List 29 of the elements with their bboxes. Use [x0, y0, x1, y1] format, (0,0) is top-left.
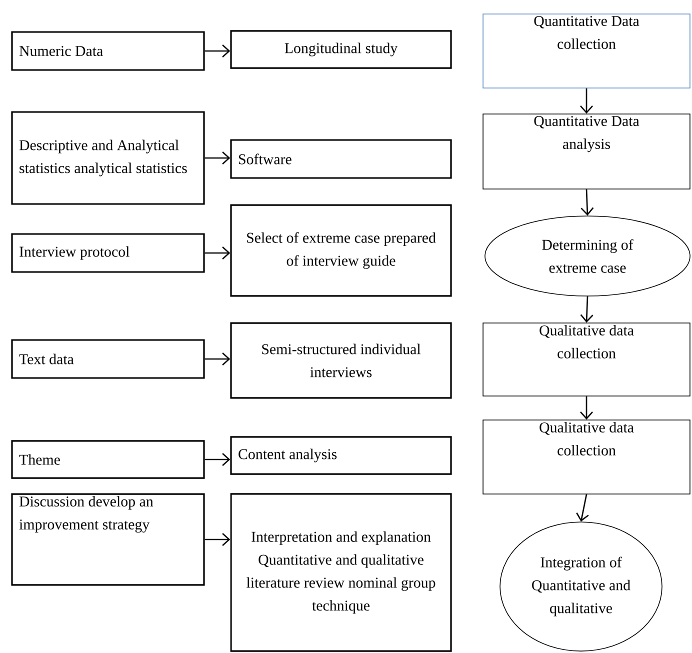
process-box: Quantitative Data collection	[482, 14, 690, 88]
arrow	[204, 533, 230, 546]
process-box: Qualitative data collection	[482, 322, 690, 396]
process-box: Longitudinal study	[230, 30, 452, 69]
arrow	[580, 396, 593, 420]
process-box: Quantitative Data analysis	[482, 114, 690, 190]
process-box: Discussion develop an improvement strategy	[11, 493, 205, 586]
arrow	[576, 494, 589, 522]
process-box: Content analysis	[230, 436, 452, 475]
process-box: Descriptive and Analytical statistics analytical statistics	[11, 111, 205, 205]
process-box: Theme	[11, 440, 205, 479]
process-box: Text data	[11, 339, 205, 379]
arrow	[204, 152, 230, 164]
arrow	[204, 44, 230, 58]
arrow	[580, 296, 594, 323]
process-box: Numeric Data	[11, 31, 205, 71]
arrow	[580, 189, 594, 216]
process-box: Interview protocol	[11, 233, 205, 273]
arrow	[204, 246, 230, 260]
process-box: Semi-structured individual interviews	[230, 322, 452, 399]
arrow	[580, 88, 593, 114]
process-box: Software	[230, 139, 452, 179]
circle-node: Integration of Quantitative and qualitative	[500, 522, 662, 652]
arrow	[204, 352, 230, 366]
arrow	[204, 453, 230, 466]
ellipse-node: Determining of extreme case	[484, 216, 690, 296]
process-box: Qualitative data collection	[482, 420, 690, 494]
process-box: Select of extreme case prepared of interview guide	[230, 204, 452, 297]
process-box: Interpretation and explanation Quantitative and qualitative literature review nominal group technique	[230, 493, 452, 652]
